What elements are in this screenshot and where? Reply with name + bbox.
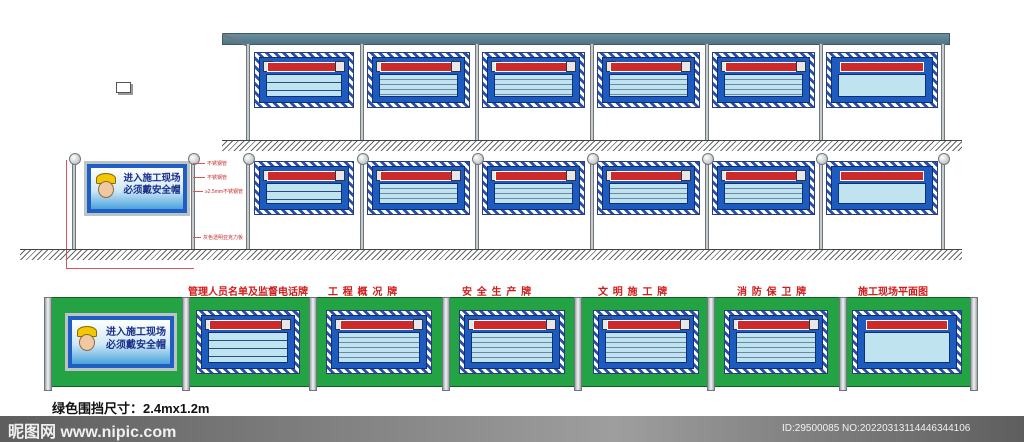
fence-title-3: 安 全 生 产 牌: [462, 287, 533, 298]
fence-title-1: 管理人员名单及监督电话牌: [188, 287, 308, 298]
top-ground-line: [222, 140, 962, 151]
helmet-poster-fence: 进入施工现场 必须戴安全帽: [65, 313, 177, 371]
top-board-2: [367, 52, 470, 108]
post-cap: [357, 153, 369, 165]
watermark-bar: [0, 416, 1024, 442]
canopy-roof: [222, 33, 950, 45]
top-post: [475, 43, 479, 141]
mid-board-5: [712, 161, 815, 215]
fence-title-2: 工 程 概 况 牌: [328, 287, 399, 298]
top-board-1: [254, 52, 354, 108]
post-cap: [188, 153, 200, 165]
dimension-line: [193, 191, 203, 192]
top-post: [705, 43, 709, 141]
top-board-4: [597, 52, 700, 108]
top-board-5: [712, 52, 815, 108]
watermark-right: ID:29500085 NO:20220313114446344106: [782, 423, 971, 434]
poster-line-1: 进入施工现场: [123, 173, 181, 184]
post-cap: [472, 153, 484, 165]
dimension-line: [193, 237, 201, 238]
mid-post: [475, 160, 479, 250]
top-post: [360, 43, 364, 141]
post-cap: [69, 153, 81, 165]
top-board-6: [826, 52, 938, 108]
fence-post: [442, 297, 450, 391]
mid-post: [819, 160, 823, 250]
fence-post: [574, 297, 582, 391]
fence-board-5: [724, 310, 828, 374]
mid-post: [705, 160, 709, 250]
fence-post: [309, 297, 317, 391]
fence-board-2: [326, 310, 432, 374]
top-post: [246, 43, 250, 141]
top-post: [941, 43, 945, 141]
post-cap: [938, 153, 950, 165]
mid-board-6: [826, 161, 938, 215]
fence-title-5: 消 防 保 卫 牌: [737, 287, 808, 298]
fence-title-6: 施工现场平面图: [858, 287, 928, 298]
top-post: [590, 43, 594, 141]
mid-post: [941, 160, 945, 250]
mid-ground-line: [20, 249, 962, 260]
fence-title-4: 文 明 施 工 牌: [598, 287, 669, 298]
mid-post: [590, 160, 594, 250]
post-cap: [816, 153, 828, 165]
mid-post: [72, 160, 76, 250]
worker-face-icon: [98, 181, 114, 198]
watermark-left: 昵图网 www.nipic.com: [8, 424, 177, 441]
mid-board-3: [482, 161, 585, 215]
dimension-line: [66, 160, 67, 268]
post-cap: [587, 153, 599, 165]
fence-board-1: [196, 310, 300, 374]
dimension-line: [66, 268, 194, 269]
dimension-line: [193, 177, 205, 178]
size-caption: 绿色围挡尺寸：2.4mx1.2m: [52, 401, 210, 416]
worker-face-icon: [79, 334, 95, 351]
side-note-1: 不锈钢管: [207, 161, 228, 167]
poster-line-1: 进入施工现场: [106, 327, 166, 338]
top-post: [819, 43, 823, 141]
fence-board-6: [852, 310, 962, 374]
helmet-poster-mid: 进入施工现场 必须戴安全帽: [84, 161, 190, 216]
fence-post: [970, 297, 978, 391]
side-note-4: 灰色透明亚克力板: [203, 235, 244, 241]
mid-board-4: [597, 161, 700, 215]
side-note-3: ≥2.5mm不锈钢管: [205, 189, 244, 195]
fence-post: [182, 297, 190, 391]
mid-board-1: [254, 161, 354, 215]
small-frame-icon: [116, 82, 131, 93]
post-cap: [243, 153, 255, 165]
mid-post: [360, 160, 364, 250]
top-board-3: [482, 52, 585, 108]
mid-post: [246, 160, 250, 250]
fence-board-4: [593, 310, 699, 374]
poster-line-2: 必须戴安全帽: [123, 184, 181, 196]
side-note-2: 不锈钢管: [207, 175, 228, 181]
post-cap: [702, 153, 714, 165]
mid-board-2: [367, 161, 470, 215]
fence-post: [707, 297, 715, 391]
poster-line-2: 必须戴安全帽: [106, 339, 166, 351]
fence-post: [839, 297, 847, 391]
fence-post: [44, 297, 52, 391]
dimension-line: [193, 163, 205, 164]
fence-board-3: [459, 310, 565, 374]
